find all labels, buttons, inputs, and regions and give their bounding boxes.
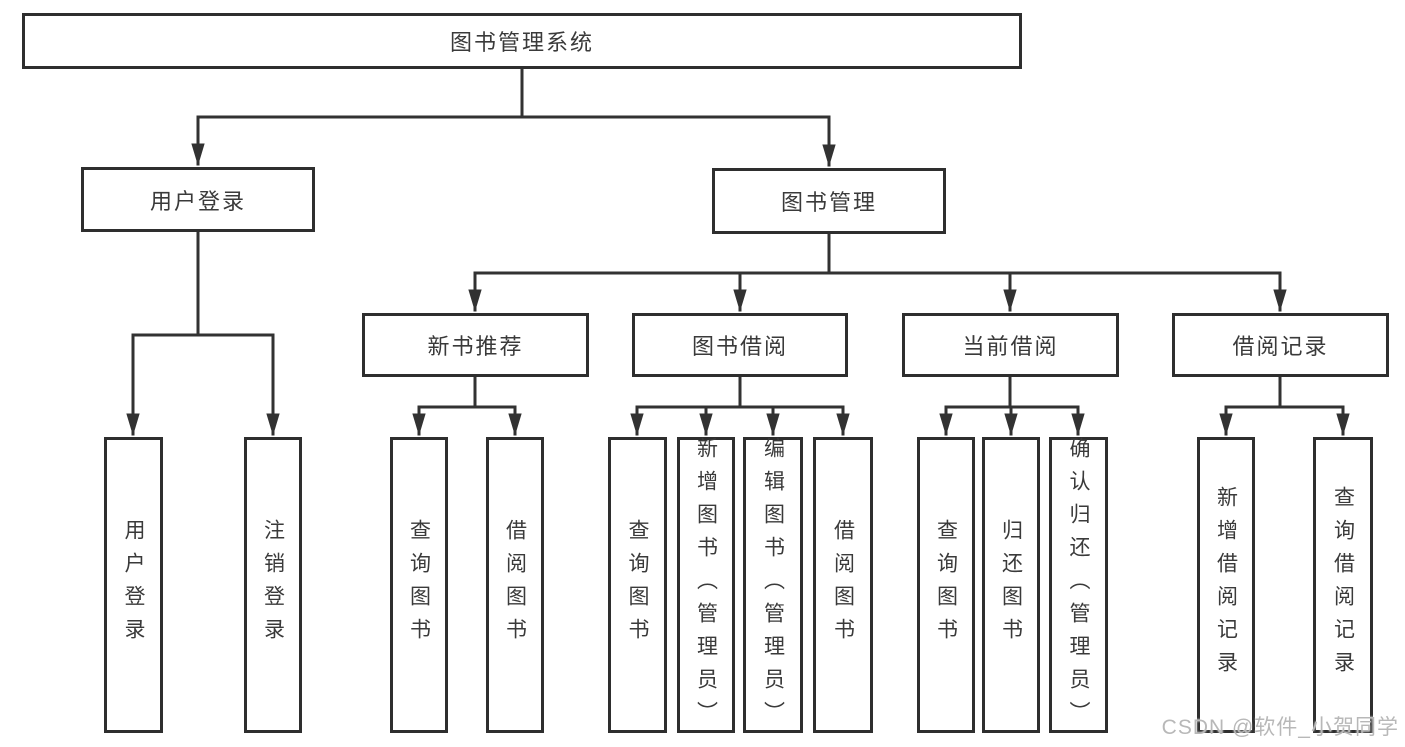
leaf-record-query-borrow-record: 查询借阅记录 <box>1313 437 1373 733</box>
node-label: 查询图书 <box>407 519 431 651</box>
node-label: 新书推荐 <box>427 334 524 359</box>
leaf-borrow-add-books-admin: 新增图书（管理员） <box>677 436 735 734</box>
leaf-current-return-books: 归还图书 <box>982 437 1040 733</box>
node-label: 借阅记录 <box>1232 334 1329 359</box>
node-new-book-recommend: 新书推荐 <box>362 313 589 377</box>
node-book-management: 图书管理 <box>712 168 946 234</box>
leaf-record-add-borrow-record: 新增借阅记录 <box>1197 437 1255 733</box>
node-label: 新增图书（管理员） <box>694 436 718 734</box>
leaf-logout: 注销登录 <box>244 437 302 733</box>
node-label: 新增借阅记录 <box>1214 486 1238 684</box>
node-label: 当前借阅 <box>962 334 1059 359</box>
leaf-borrow-borrow-books: 借阅图书 <box>813 437 873 733</box>
leaf-current-confirm-return-admin: 确认归还（管理员） <box>1049 436 1108 734</box>
node-label: 查询图书 <box>934 519 958 651</box>
node-label: 确认归还（管理员） <box>1067 436 1090 734</box>
node-label: 用户登录 <box>149 188 246 214</box>
node-label: 归还图书 <box>999 519 1023 651</box>
node-label: 查询图书 <box>626 519 649 651</box>
node-label: 借阅图书 <box>503 519 527 651</box>
leaf-borrow-edit-books-admin: 编辑图书（管理员） <box>743 436 803 734</box>
leaf-borrow-query-books: 查询图书 <box>608 437 667 733</box>
node-current-borrow: 当前借阅 <box>902 313 1119 377</box>
node-label: 注销登录 <box>261 519 285 651</box>
node-label: 查询借阅记录 <box>1331 486 1355 684</box>
node-user-login-group: 用户登录 <box>81 167 315 232</box>
node-book-borrow: 图书借阅 <box>632 313 848 377</box>
csdn-watermark: CSDN @软件_小贺同学 <box>1161 716 1399 739</box>
node-borrow-records: 借阅记录 <box>1172 313 1389 377</box>
node-label: 图书借阅 <box>691 334 788 359</box>
leaf-current-query-books: 查询图书 <box>917 437 975 733</box>
node-library-system: 图书管理系统 <box>22 13 1022 69</box>
leaf-newbook-borrow-books: 借阅图书 <box>486 437 544 733</box>
leaf-user-login: 用户登录 <box>104 437 163 733</box>
leaf-newbook-query-books: 查询图书 <box>390 437 448 733</box>
node-label: 图书管理系统 <box>449 30 594 55</box>
node-label: 图书管理 <box>780 190 877 215</box>
node-label: 用户登录 <box>122 519 145 651</box>
node-label: 编辑图书（管理员） <box>761 436 785 734</box>
node-label: 借阅图书 <box>831 519 855 651</box>
